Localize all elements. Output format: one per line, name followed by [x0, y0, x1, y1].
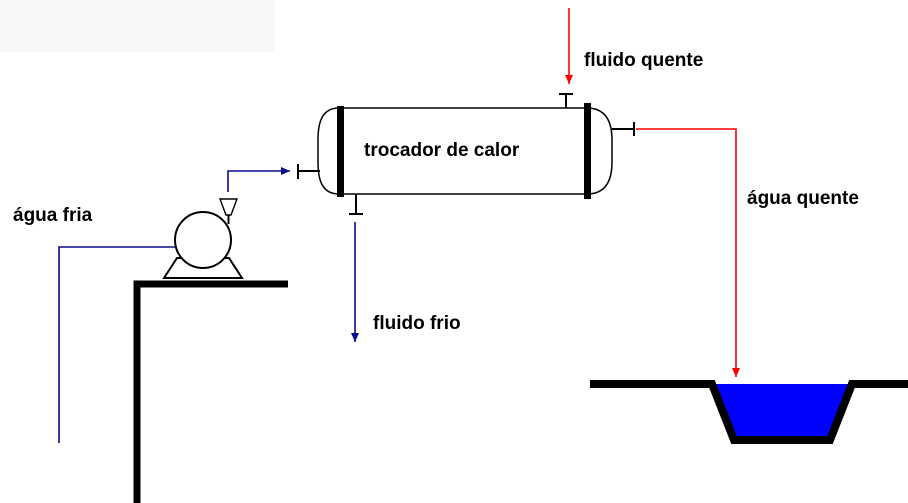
basin-water [712, 384, 852, 440]
hot-fluid-label: fluido quente [584, 50, 703, 71]
basin-wall [590, 380, 908, 444]
exchanger-right-tubesheet [584, 103, 591, 199]
heat-exchanger-label: trocador de calor [364, 140, 520, 161]
pump-discharge-line [227, 167, 290, 192]
exchanger-left-head [317, 107, 340, 195]
heat-exchanger [317, 93, 635, 215]
cold-water-label: água fria [13, 205, 93, 226]
pump-platform [133, 280, 288, 503]
background-band [0, 0, 275, 52]
hot-water-label: água quente [747, 188, 859, 209]
cold-fluid-label: fluido frio [373, 313, 461, 334]
pump-casing [174, 211, 232, 269]
exchanger-left-tubesheet [337, 106, 344, 197]
pump [162, 198, 244, 279]
pump-outlet-nozzle [218, 198, 239, 216]
cold-water-inlet-line [58, 243, 202, 443]
exchanger-right-head [586, 107, 613, 195]
hot-water-outlet-line [636, 128, 740, 377]
water-basin [590, 380, 908, 444]
